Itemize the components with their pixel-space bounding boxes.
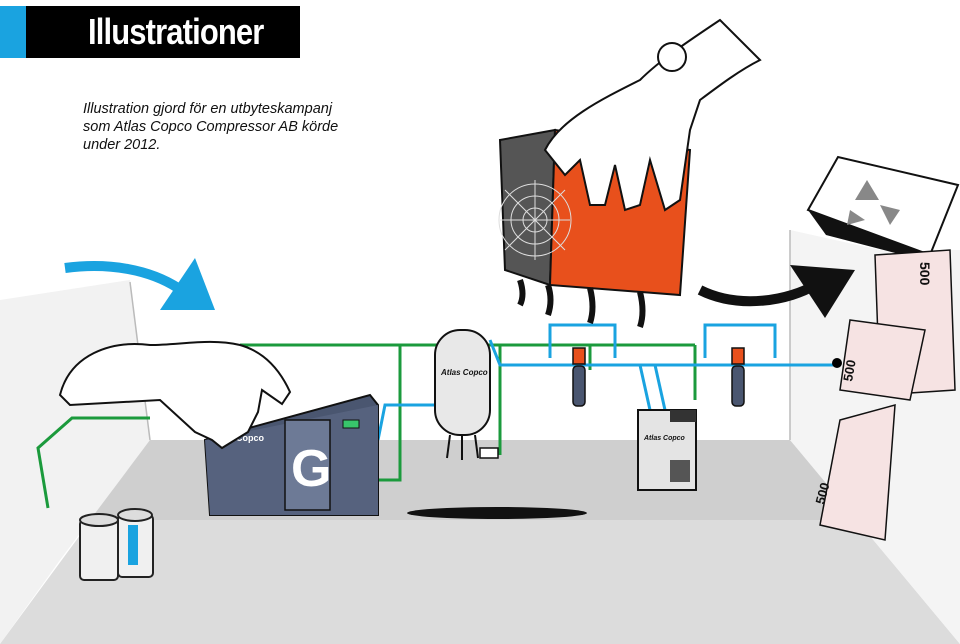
pipe-outlet-icon	[832, 358, 842, 368]
banknote-value: 500	[812, 481, 832, 506]
air-receiver-tank: Atlas Copco	[434, 329, 499, 460]
cobweb-icon	[498, 180, 572, 260]
banknote-value: 500	[917, 262, 933, 286]
dryer-brand: Atlas Copco	[643, 435, 686, 442]
recycle-sign	[806, 155, 960, 262]
filter-cartridges-icon	[79, 508, 154, 581]
dryer-unit: Atlas Copco	[637, 409, 697, 491]
hand-left-icon	[58, 340, 292, 450]
inline-filter-2	[731, 347, 745, 407]
tank-brand: Atlas Copco	[440, 368, 488, 377]
inline-filter-1	[572, 347, 586, 407]
blue-arrow-icon	[64, 258, 215, 310]
oil-spill	[407, 507, 587, 519]
caption-line-3: under 2012.	[83, 137, 161, 153]
compressor-brand: Copco	[236, 433, 265, 443]
compressor-unit: G Copco	[203, 393, 379, 516]
caption-line-2: som Atlas Copco Compressor AB körde	[83, 119, 339, 135]
title-accent	[0, 6, 26, 58]
caption-line-1: Illustration gjord för en utbyteskampanj	[83, 101, 333, 117]
banknote-value: 500	[840, 359, 859, 383]
banknote-3: 500	[812, 403, 896, 541]
compressor-letter: G	[291, 440, 331, 498]
page-title: Illustrationer	[88, 11, 264, 52]
title-bar: Illustrationer	[0, 6, 300, 58]
hand-right-icon	[543, 18, 762, 212]
blue-pipes	[376, 323, 835, 441]
recycle-icon	[847, 180, 900, 225]
banknote-2: 500	[839, 319, 926, 401]
illustration-caption: Illustration gjord för en utbyteskampanj…	[83, 100, 343, 154]
black-arrow-icon	[697, 265, 855, 318]
